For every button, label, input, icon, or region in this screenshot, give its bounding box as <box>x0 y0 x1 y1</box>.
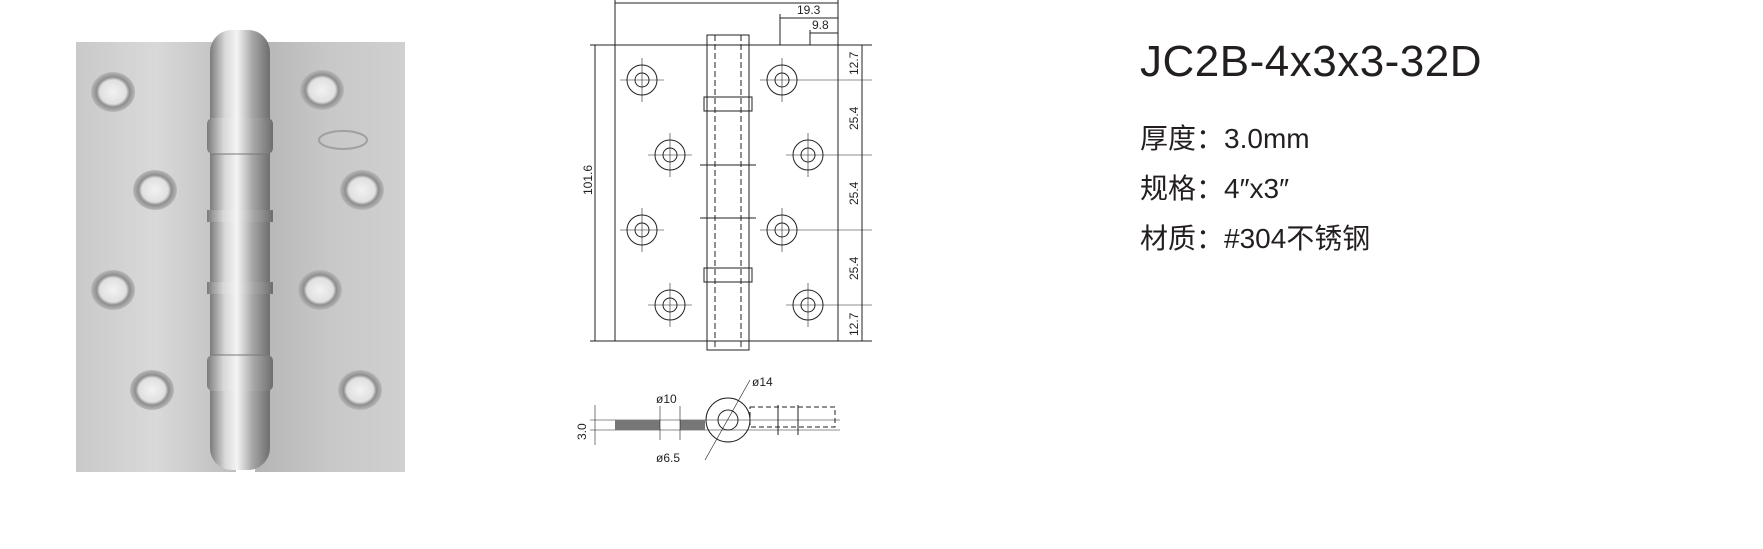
brand-logo <box>318 130 368 150</box>
dim-25-4-c: 25.4 <box>847 256 861 280</box>
dim-25-4-a: 25.4 <box>847 106 861 130</box>
dim-top-12-7: 12.7 <box>847 51 861 75</box>
hinge-holes <box>91 70 384 410</box>
spec-size: 规格：4″x3″ <box>1140 164 1700 214</box>
dim-9-8: 9.8 <box>812 18 829 32</box>
drawing-side-view <box>590 379 840 461</box>
spec-thickness: 厚度：3.0mm <box>1140 114 1700 164</box>
product-specs: JC2B-4x3x3-32D 厚度：3.0mm 规格：4″x3″ 材质：#304… <box>1140 40 1700 264</box>
drawing-knuckle <box>706 34 750 351</box>
spec-label: 规格： <box>1140 173 1225 204</box>
dim-bottom-12-7: 12.7 <box>847 312 861 336</box>
dim-thickness: 3.0 <box>575 423 589 440</box>
hinge-photo <box>0 0 560 544</box>
spec-label: 厚度： <box>1140 123 1225 154</box>
dim-phi10: ø10 <box>656 392 677 406</box>
dim-25-4-b: 25.4 <box>847 181 861 205</box>
drawing-plate <box>614 44 839 342</box>
model-number: JC2B-4x3x3-32D <box>1140 37 1483 86</box>
spec-label: 材质： <box>1140 223 1225 254</box>
hinge-barrel <box>207 30 273 470</box>
hinge-right-leaf <box>255 42 405 472</box>
dim-phi14: ø14 <box>752 375 773 389</box>
technical-drawing: 19.3 9.8 101.6 12.7 25.4 25.4 25.4 12.7 … <box>570 0 1010 544</box>
dim-101-6: 101.6 <box>581 165 595 195</box>
spec-value: #304不锈钢 <box>1224 223 1371 254</box>
spec-value: 4″x3″ <box>1224 173 1289 204</box>
spec-value: 3.0mm <box>1224 123 1310 154</box>
spec-material: 材质：#304不锈钢 <box>1140 214 1700 264</box>
dim-19-3: 19.3 <box>797 3 821 17</box>
dim-phi6-5: ø6.5 <box>656 451 680 465</box>
